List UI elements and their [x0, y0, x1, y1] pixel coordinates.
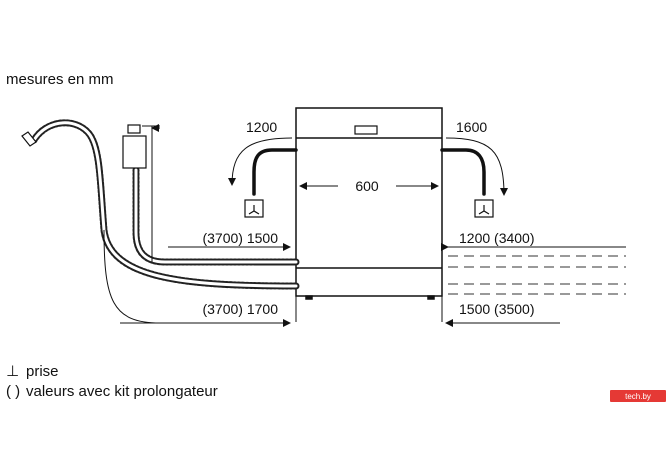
dim-mid-left: (3700) 1500: [202, 230, 278, 246]
reference-lines: [295, 138, 443, 322]
drain-hose-inner: [32, 121, 298, 288]
inlet-hose-inner: [134, 168, 298, 264]
socket-right-icon: [474, 199, 494, 218]
dim-width: 600: [355, 178, 379, 194]
dim-top-left: 1200: [246, 119, 277, 135]
legend-socket-label: prise: [26, 363, 59, 380]
hoses: [30, 119, 300, 290]
socket-left-icon: [244, 199, 264, 218]
dim-mid-right: 1200 (3400): [459, 230, 535, 246]
dim-bottom-left: (3700) 1700: [202, 301, 278, 317]
units-note: mesures en mm: [6, 71, 114, 88]
watermark-badge: tech.by: [610, 390, 666, 402]
floor-lines: [448, 255, 626, 295]
inlet-hose: [132, 166, 300, 266]
legend: ⊥ prise ( ) valeurs avec kit prolongateu…: [6, 363, 218, 400]
legend-parentheses-label: valeurs avec kit prolongateur: [26, 383, 218, 400]
supply-pipes: [252, 148, 486, 196]
dishwasher: [295, 107, 443, 300]
watermark-text: tech.by: [625, 392, 651, 401]
dimension-lines: [103, 124, 626, 327]
dim-bottom-right: 1500 (3500): [459, 301, 535, 317]
dim-top-right: 1600: [456, 119, 487, 135]
control-panel: [354, 125, 378, 135]
drain-nozzle-icon: [21, 131, 37, 147]
legend-socket-symbol: ⊥: [6, 363, 19, 380]
legend-parentheses-symbol: ( ): [6, 383, 20, 400]
aquastop-valve-icon: [122, 124, 147, 169]
